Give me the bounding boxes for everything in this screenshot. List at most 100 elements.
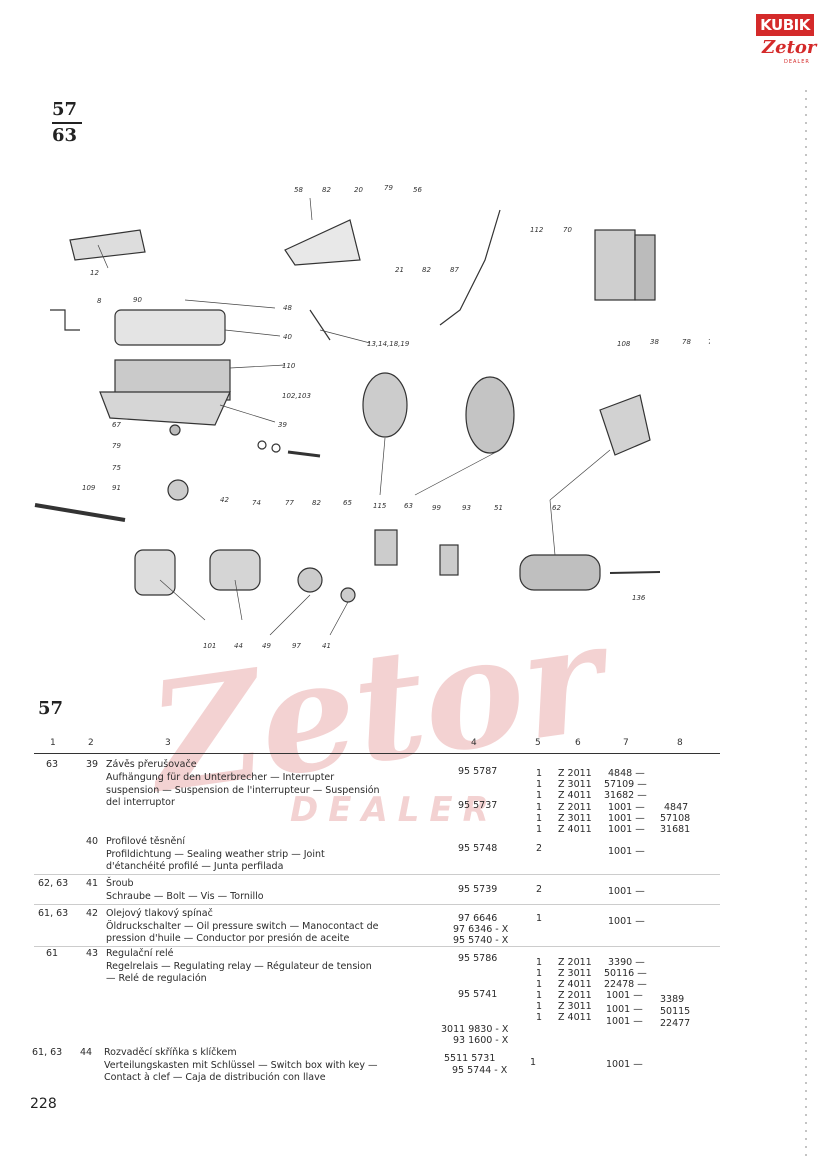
column-header-3: 3	[165, 738, 171, 748]
row-42-qty: 1	[536, 913, 543, 924]
part-42-shape	[167, 479, 189, 501]
callout-49: 49	[262, 642, 271, 650]
row-39-tractor-4: Z 2011	[558, 802, 592, 813]
part-63-shape	[465, 376, 515, 454]
callout-58: 58	[294, 186, 303, 194]
row-42-desc-1: Öldruckschalter — Oil pressure switch — …	[106, 921, 379, 932]
row-41-serial: 1001 —	[608, 886, 645, 897]
part-109-shape	[34, 503, 126, 522]
row-43-to-5: 50115	[660, 1006, 691, 1017]
part-13-shape	[309, 309, 331, 341]
callout-39: 39	[278, 421, 287, 429]
row-42-serial: 1001 —	[608, 916, 645, 927]
callout-75: 75	[112, 464, 121, 472]
column-header-7: 7	[623, 738, 629, 748]
row-42-part-2: 97 6346 - X	[453, 924, 509, 935]
row-43-desc-2: — Relé de regulación	[106, 973, 207, 984]
row-40-serial: 1001 —	[608, 846, 645, 857]
callout-82c: 82	[312, 499, 321, 507]
column-header-4: 4	[471, 738, 477, 748]
callout-65: 65	[343, 499, 352, 507]
callout-109: 109	[82, 484, 96, 492]
header-rule	[34, 753, 720, 754]
part-99-shape	[374, 529, 398, 566]
callout-91: 91	[112, 484, 121, 492]
row-43-models: 61	[46, 948, 59, 959]
row-divider	[34, 904, 720, 905]
row-39-to-5: 57108	[660, 813, 691, 824]
row-39-tractor-5: Z 3011	[558, 813, 592, 824]
row-39-desc-2: suspension — Suspension de l'interrupteu…	[106, 785, 380, 796]
logo-kubik-text: KUBIK	[756, 14, 814, 36]
row-39-models: 63	[46, 759, 59, 770]
part-62-shape	[599, 394, 651, 456]
callout-74: 74	[252, 499, 261, 507]
row-41-position: 41	[86, 878, 99, 889]
column-header-2: 2	[88, 738, 94, 748]
row-43-qty-2b: 1	[536, 1001, 543, 1012]
row-43-tractor-6: Z 4011	[558, 1012, 592, 1023]
callout-77: 77	[285, 499, 294, 507]
callout-110: 110	[282, 362, 296, 370]
callout-20: 20	[354, 186, 363, 194]
page-reference-fraction: 57 63	[52, 100, 82, 146]
watermark-dealer: DEALER	[290, 790, 499, 830]
part-44-shape	[209, 549, 261, 591]
callout-136: 136	[632, 594, 646, 602]
callout-79b: 79	[112, 442, 121, 450]
parts-diagram-svg: 58 82 20 79 56 12 112 70 21 82 87 8 90 4…	[34, 184, 717, 650]
column-header-8: 8	[677, 738, 683, 748]
row-39-serial-3: 31682 —	[604, 790, 647, 801]
row-43-tractor-4: Z 2011	[558, 990, 592, 1001]
row-43-tractor-2: Z 3011	[558, 968, 592, 979]
row-39-to-6: 31681	[660, 824, 691, 835]
row-39-tractor-6: Z 4011	[558, 824, 592, 835]
part-41-shape	[340, 587, 356, 603]
row-39-qty-2: 1	[536, 802, 543, 813]
callout-82: 82	[322, 186, 331, 194]
row-40-desc-2: d'étanchéité profilé — Junta perfilada	[106, 861, 284, 872]
row-43-desc-1: Regelrelais — Regulating relay — Régulat…	[106, 961, 372, 972]
row-42-desc-cs: Olejový tlakový spínač	[106, 908, 213, 919]
part-20-shape	[284, 219, 361, 266]
callout-112: 112	[530, 226, 544, 234]
callout-62: 62	[552, 504, 561, 512]
row-39-qty-1b: 1	[536, 779, 543, 790]
part-49-shape	[297, 567, 323, 593]
fraction-bar	[52, 122, 82, 124]
row-39-desc-1: Aufhängung für den Unterbrecher — Interr…	[106, 772, 335, 783]
row-43-serial-2: 50116 —	[604, 968, 647, 979]
row-39-to-4: 4847	[664, 802, 689, 813]
part-93-shape	[439, 544, 459, 576]
kubik-zetor-logo: KUBIK Zetor DEALER	[756, 14, 816, 70]
row-39-qty-2c: 1	[536, 824, 543, 835]
row-42-position: 42	[86, 908, 99, 919]
row-43-serial-1: 3390 —	[608, 957, 645, 968]
callout-97: 97	[292, 642, 301, 650]
row-39-tractor-2: Z 3011	[558, 779, 592, 790]
part-8-shape	[50, 309, 80, 331]
column-header-5: 5	[535, 738, 541, 748]
callout-87: 87	[450, 266, 459, 274]
row-41-desc-1: Schraube — Bolt — Vis — Tornillo	[106, 891, 264, 902]
row-39-position: 39	[86, 759, 99, 770]
row-40-part: 95 5748	[458, 843, 498, 854]
row-44-desc-cs: Rozvaděcí skříňka s klíčkem	[104, 1047, 237, 1058]
row-43-to-4: 3389	[660, 994, 685, 1005]
row-divider	[34, 874, 720, 875]
callout-90: 90	[133, 296, 142, 304]
row-39-serial-6: 1001 —	[608, 824, 645, 835]
callout-8: 8	[97, 297, 102, 305]
row-43-tractor-1: Z 2011	[558, 957, 592, 968]
row-39-serial-4: 1001 —	[608, 802, 645, 813]
row-40-desc-cs: Profilové těsnění	[106, 836, 186, 847]
row-44-position: 44	[80, 1047, 93, 1058]
row-44-desc-1: Verteilungskasten mit Schlüssel — Switch…	[104, 1060, 378, 1071]
row-43-serial-3: 22478 —	[604, 979, 647, 990]
callout-21: 21	[395, 266, 404, 274]
row-43-qty-1b: 1	[536, 968, 543, 979]
row-43-tractor-3: Z 4011	[558, 979, 592, 990]
callout-82b: 82	[422, 266, 431, 274]
row-44-part-2: 95 5744 - X	[452, 1065, 508, 1076]
part-136-shape	[609, 571, 661, 574]
